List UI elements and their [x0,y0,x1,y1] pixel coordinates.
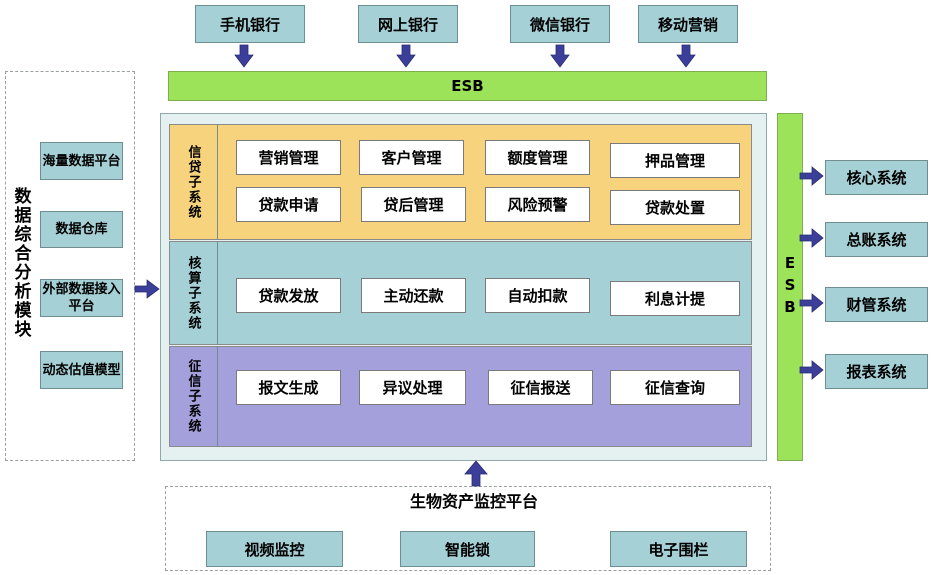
func-credit-query: 征信查询 [610,370,740,405]
data-analysis-module [5,71,135,461]
func-marketing-mgmt: 营销管理 [236,140,341,175]
func-loan-disbursement: 贷款发放 [236,278,341,313]
arrow-down-icon [676,44,696,68]
system-finance-mgmt: 财管系统 [825,287,928,322]
platform-electronic-fence: 电子围栏 [610,531,747,567]
arrow-right-icon [799,293,824,313]
func-customer-mgmt: 客户管理 [359,140,464,175]
bio-asset-platform-title: 生物资产监控平台 [358,488,590,512]
arrow-down-icon [234,44,254,68]
bio-asset-platform [165,486,771,571]
accounting-subsystem-label: 核算子系统 [169,241,218,345]
platform-video-monitoring: 视频监控 [206,531,343,567]
system-reporting: 报表系统 [825,354,928,389]
func-risk-warning: 风险预警 [485,187,590,222]
func-limit-mgmt: 额度管理 [485,140,590,175]
func-auto-deduction: 自动扣款 [485,278,590,313]
arrow-right-icon [799,166,824,186]
channel-mobile-marketing: 移动营销 [638,5,738,43]
func-loan-disposal: 贷款处置 [610,190,740,225]
channel-online-banking: 网上银行 [358,5,458,43]
func-dispute-handling: 异议处理 [359,370,466,405]
channel-wechat-banking: 微信银行 [510,5,610,43]
esb-top-bar: ESB [168,71,767,101]
arrow-up-icon [464,460,488,487]
func-collateral-mgmt: 押品管理 [610,143,740,178]
credit-report-subsystem-label: 征信子系统 [169,346,218,447]
arrow-down-icon [550,44,570,68]
left-item-data-warehouse: 数据仓库 [40,211,123,248]
arrow-right-icon [799,360,824,380]
esb-right-label: ESB [781,254,799,320]
accounting-subsystem-label-text: 核算子系统 [185,255,201,331]
left-item-external-data: 外部数据接入平台 [40,279,123,317]
system-core: 核心系统 [825,160,928,195]
func-active-repayment: 主动还款 [361,278,466,313]
func-credit-submission: 征信报送 [488,370,593,405]
credit-report-subsystem-label-text: 征信子系统 [185,359,201,434]
channel-mobile-banking: 手机银行 [195,5,305,43]
arrow-down-icon [396,44,416,68]
credit-subsystem-label-text: 信贷子系统 [185,144,201,220]
platform-smart-lock: 智能锁 [400,531,535,567]
credit-subsystem-label: 信贷子系统 [169,124,218,240]
func-message-generation: 报文生成 [236,370,341,405]
func-interest-accrual: 利息计提 [610,281,740,316]
left-item-dynamic-valuation: 动态估值模型 [40,351,123,389]
esb-right-bar: ESB [777,113,803,461]
func-loan-application: 贷款申请 [236,187,341,222]
system-general-ledger: 总账系统 [825,222,928,257]
left-item-mass-data: 海量数据平台 [40,142,123,180]
arrow-right-icon [799,228,824,248]
func-post-loan-mgmt: 贷后管理 [361,187,466,222]
data-analysis-module-title: 数据综合分析模块 [10,187,31,339]
arrow-right-icon [134,279,160,299]
